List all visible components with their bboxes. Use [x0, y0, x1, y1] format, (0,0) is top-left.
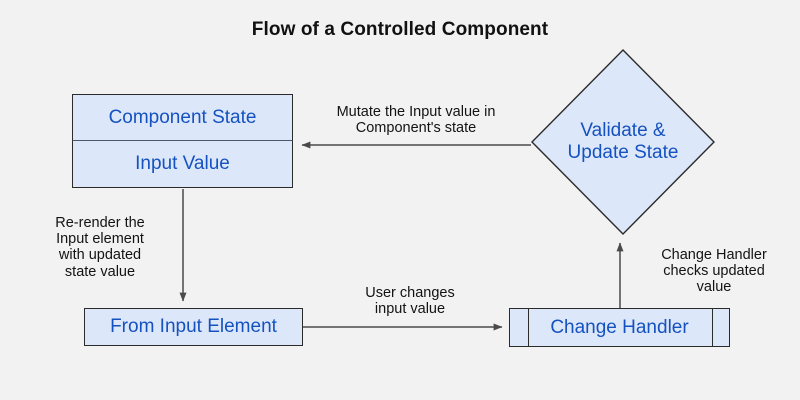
node-component-state-input-value: Input Value — [72, 141, 293, 188]
predefined-process-right-bar — [712, 309, 713, 346]
edge-label-mutate: Mutate the Input value in Component's st… — [336, 104, 496, 137]
page-title: Flow of a Controlled Component — [251, 19, 549, 40]
node-validate-update-state-label: Validate & Update State — [567, 120, 679, 163]
edge-label-user-changes: User changes input value — [365, 285, 455, 318]
node-component-state-title: Component State — [72, 94, 293, 141]
node-validate-update-state[interactable]: Validate & Update State — [530, 48, 716, 236]
diamond-shape — [531, 49, 715, 235]
node-change-handler[interactable]: Change Handler — [509, 308, 730, 347]
edge-label-rerender: Re-render the Input element with updated… — [55, 215, 145, 280]
edge-label-checks-value: Change Handler checks updated value — [661, 247, 767, 296]
node-component-state[interactable]: Component State Input Value — [72, 94, 293, 188]
node-from-input-element[interactable]: From Input Element — [84, 308, 303, 346]
node-change-handler-label: Change Handler — [550, 316, 689, 338]
predefined-process-left-bar — [528, 309, 529, 346]
